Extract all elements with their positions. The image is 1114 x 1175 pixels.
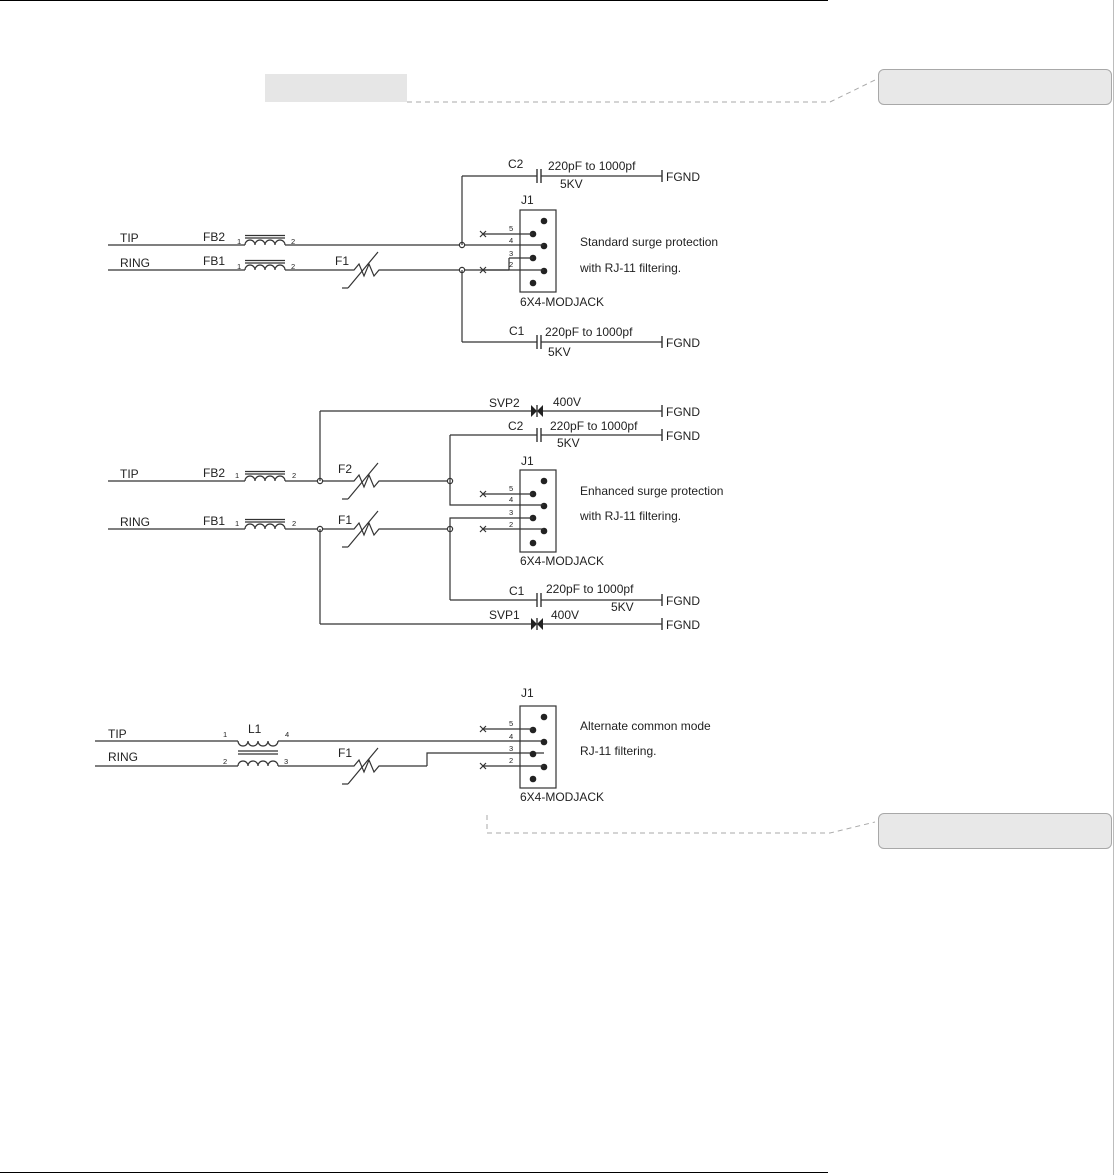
- c1-label: C1: [509, 324, 525, 338]
- fb2-label: FB2: [203, 230, 225, 244]
- svp1-label: SVP1: [489, 608, 520, 622]
- f1-label: F1: [338, 513, 352, 527]
- comment-leader-top: [407, 79, 876, 103]
- capacitor-c1: [536, 334, 542, 350]
- jack-ref: J1: [521, 454, 534, 468]
- cap-value: 220pF to 1000pf: [546, 582, 634, 596]
- jack-pin: 2: [509, 520, 513, 529]
- coil-pin: 1: [235, 519, 239, 528]
- circuit-caption-line1: Enhanced surge protection: [580, 484, 723, 498]
- circuit-caption-line1: Standard surge protection: [580, 235, 718, 249]
- jack-pin: 3: [509, 744, 513, 753]
- fgnd-label: FGND: [666, 594, 700, 608]
- ring-label: RING: [120, 515, 150, 529]
- cap-value: 220pF to 1000pf: [548, 159, 636, 173]
- coil-pin: 1: [235, 471, 239, 480]
- circuit-caption-line2: with RJ-11 filtering.: [579, 261, 681, 275]
- f2-label: F2: [338, 462, 352, 476]
- jack-pin: 4: [509, 732, 513, 741]
- tip-label: TIP: [120, 467, 139, 481]
- fgnd-label: FGND: [666, 429, 700, 443]
- jack-pin: 2: [509, 260, 513, 269]
- fgnd-label: FGND: [666, 618, 700, 632]
- svp-voltage: 400V: [553, 395, 581, 409]
- capacitor-c1: [536, 592, 542, 608]
- coil-pin: 4: [285, 730, 289, 739]
- jack-pin: 5: [509, 484, 513, 493]
- header-rule: [0, 0, 828, 1]
- jack-pin: 5: [509, 224, 513, 233]
- common-mode-choke-l1: [237, 740, 279, 747]
- jack-pin: 4: [509, 495, 513, 504]
- cap-voltage: 5KV: [611, 600, 634, 614]
- fgnd-label: FGND: [666, 336, 700, 350]
- modjack-j1: [519, 469, 557, 553]
- footer-rule: [0, 1172, 828, 1173]
- cap-value: 220pF to 1000pf: [550, 419, 638, 433]
- ring-label: RING: [120, 256, 150, 270]
- ferrite-bead-fb2: [244, 470, 286, 482]
- jack-pin: 3: [509, 508, 513, 517]
- jack-pin: 5: [509, 719, 513, 728]
- l1-label: L1: [248, 722, 262, 736]
- capacitor-c2: [536, 168, 542, 184]
- f1-label: F1: [335, 254, 349, 268]
- modjack-j1: [519, 705, 557, 789]
- jack-pin: 2: [509, 756, 513, 765]
- coil-pin: 1: [223, 730, 227, 739]
- tvs-svp1: [530, 617, 544, 631]
- coil-pin: 2: [292, 519, 296, 528]
- coil-pin: 1: [237, 262, 241, 271]
- coil-pin: 2: [291, 262, 295, 271]
- cap-value: 220pF to 1000pf: [545, 325, 633, 339]
- cap-voltage: 5KV: [548, 345, 571, 359]
- circuit-enhanced: [108, 404, 663, 631]
- modjack-j1: [519, 209, 557, 293]
- comment-leader-bottom: [486, 815, 876, 834]
- jack-ref: J1: [521, 193, 534, 207]
- cap-voltage: 5KV: [560, 177, 583, 191]
- fb1-label: FB1: [203, 514, 225, 528]
- coil-pin: 3: [284, 757, 288, 766]
- fb1-label: FB1: [203, 254, 225, 268]
- svp2-label: SVP2: [489, 396, 520, 410]
- jack-pin: 4: [509, 236, 513, 245]
- circuit-caption-line2: RJ-11 filtering.: [580, 744, 656, 758]
- comment-balloon-bottom[interactable]: [878, 813, 1112, 849]
- c1-label: C1: [509, 584, 525, 598]
- coil-pin: 1: [237, 237, 241, 246]
- jack-part: 6X4-MODJACK: [520, 554, 604, 568]
- circuit-alternate: [95, 705, 557, 789]
- text-highlight[interactable]: [265, 74, 407, 102]
- ferrite-bead-fb2: [244, 234, 286, 246]
- capacitor-c2: [536, 427, 542, 443]
- jack-part: 6X4-MODJACK: [520, 790, 604, 804]
- c2-label: C2: [508, 419, 524, 433]
- ring-label: RING: [108, 750, 138, 764]
- coil-pin: 2: [291, 237, 295, 246]
- circuit-caption-line1: Alternate common mode: [580, 719, 711, 733]
- coil-pin: 2: [292, 471, 296, 480]
- jack-pin: 3: [509, 249, 513, 258]
- svp-voltage: 400V: [551, 608, 579, 622]
- tvs-svp2: [530, 404, 544, 418]
- jack-ref: J1: [521, 686, 534, 700]
- ferrite-bead-fb1: [244, 518, 286, 530]
- tip-label: TIP: [108, 727, 127, 741]
- ferrite-bead-fb1: [244, 259, 286, 271]
- fgnd-label: FGND: [666, 170, 700, 184]
- fb2-label: FB2: [203, 466, 225, 480]
- c2-label: C2: [508, 157, 524, 171]
- fgnd-label: FGND: [666, 405, 700, 419]
- circuit-standard: [108, 168, 663, 350]
- tip-label: TIP: [120, 231, 139, 245]
- coil-pin: 2: [223, 757, 227, 766]
- jack-part: 6X4-MODJACK: [520, 295, 604, 309]
- cap-voltage: 5KV: [557, 436, 580, 450]
- f1-label: F1: [338, 746, 352, 760]
- circuit-caption-line2: with RJ-11 filtering.: [579, 509, 681, 523]
- comment-balloon-top[interactable]: [878, 69, 1112, 105]
